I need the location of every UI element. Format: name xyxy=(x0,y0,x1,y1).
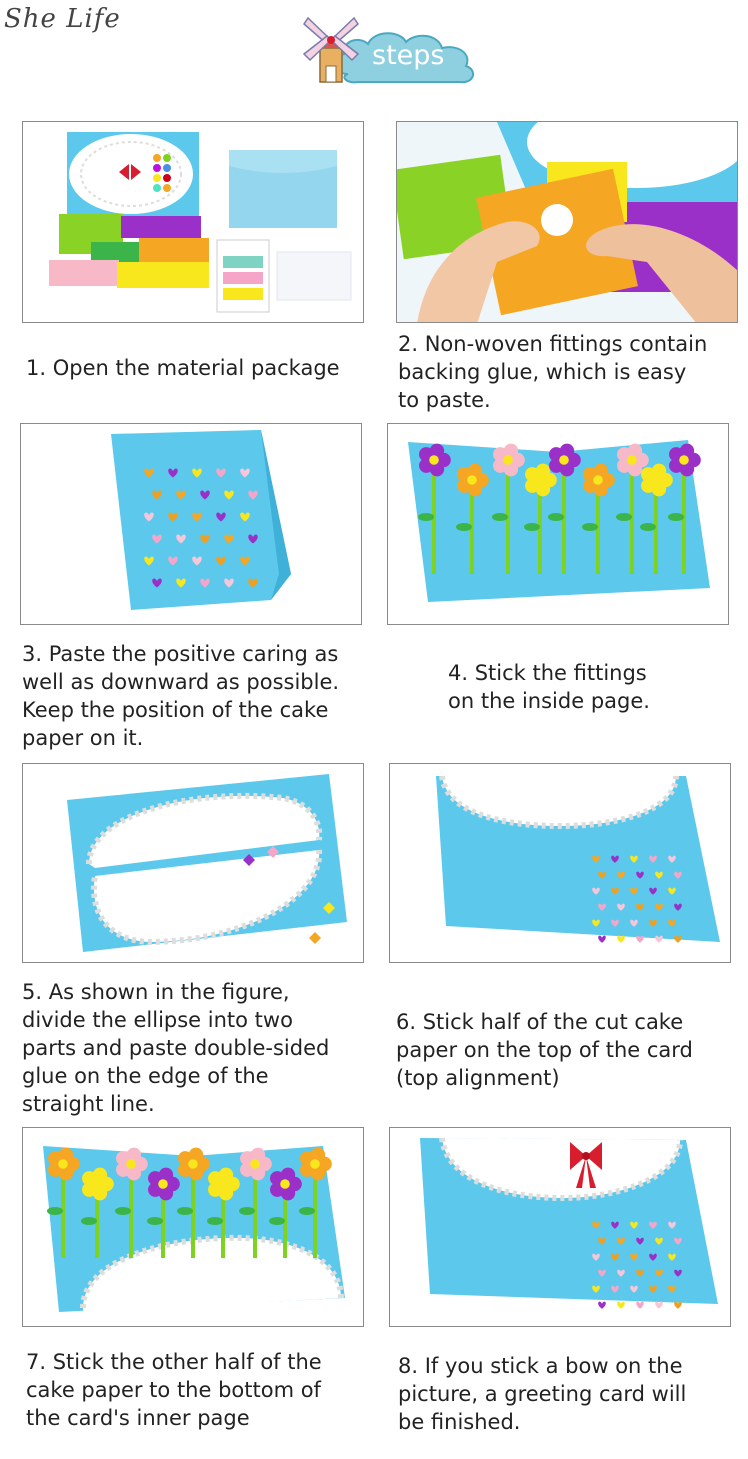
caption-line: Keep the position of the cake xyxy=(22,698,329,722)
caption-line: straight line. xyxy=(22,1092,155,1116)
step-8-caption: 8. If you stick a bow on the picture, a … xyxy=(398,1352,686,1436)
step-2-caption: 2. Non-woven fittings contain backing gl… xyxy=(398,330,707,414)
caption-line: glue on the edge of the xyxy=(22,1064,269,1088)
caption-line: 6. Stick half of the cut cake xyxy=(396,1010,684,1034)
caption-line: paper on it. xyxy=(22,726,144,750)
caption-line: the card's inner page xyxy=(26,1406,250,1430)
bow-icon xyxy=(570,1142,602,1188)
caption-line: cake paper to the bottom of xyxy=(26,1378,321,1402)
step-5-caption: 5. As shown in the figure, divide the el… xyxy=(22,978,329,1118)
windmill-icon xyxy=(302,16,360,83)
caption-line: paper on the top of the card xyxy=(396,1038,693,1062)
caption-line: be finished. xyxy=(398,1410,521,1434)
steps-badge xyxy=(302,16,475,84)
caption-line: 8. If you stick a bow on the xyxy=(398,1354,683,1378)
caption-line: to paste. xyxy=(398,388,491,412)
step-6-image xyxy=(389,763,731,963)
caption-line: parts and paste double-sided xyxy=(22,1036,330,1060)
caption-line: 2. Non-woven fittings contain xyxy=(398,332,708,356)
caption-line: picture, a greeting card will xyxy=(398,1382,687,1406)
caption-line: 7. Stick the other half of the xyxy=(26,1350,322,1374)
caption-line: well as downward as possible. xyxy=(22,670,340,694)
caption-line: (top alignment) xyxy=(396,1066,560,1090)
step-8-image xyxy=(389,1127,731,1327)
step-4-caption: 4. Stick the fittings on the inside page… xyxy=(448,659,650,715)
step-4-image xyxy=(387,423,729,625)
step-6-caption: 6. Stick half of the cut cake paper on t… xyxy=(396,1008,693,1092)
step-7-caption: 7. Stick the other half of the cake pape… xyxy=(26,1348,322,1432)
step-1-image xyxy=(22,121,364,323)
steps-label: steps xyxy=(372,40,445,71)
caption-line: 1. Open the material package xyxy=(26,356,340,380)
caption-line: backing glue, which is easy xyxy=(398,360,687,384)
caption-line: on the inside page. xyxy=(448,689,650,713)
step-3-caption: 3. Paste the positive caring as well as … xyxy=(22,640,339,752)
step-1-caption: 1. Open the material package xyxy=(26,354,340,382)
caption-line: 5. As shown in the figure, xyxy=(22,980,290,1004)
step-5-image xyxy=(22,763,364,963)
step-7-image xyxy=(22,1127,364,1327)
step-3-image xyxy=(20,423,362,625)
brand-logo: She Life xyxy=(4,4,121,34)
caption-line: divide the ellipse into two xyxy=(22,1008,293,1032)
caption-line: 4. Stick the fittings xyxy=(448,661,647,685)
caption-line: 3. Paste the positive caring as xyxy=(22,642,339,666)
step-2-image xyxy=(396,121,738,323)
